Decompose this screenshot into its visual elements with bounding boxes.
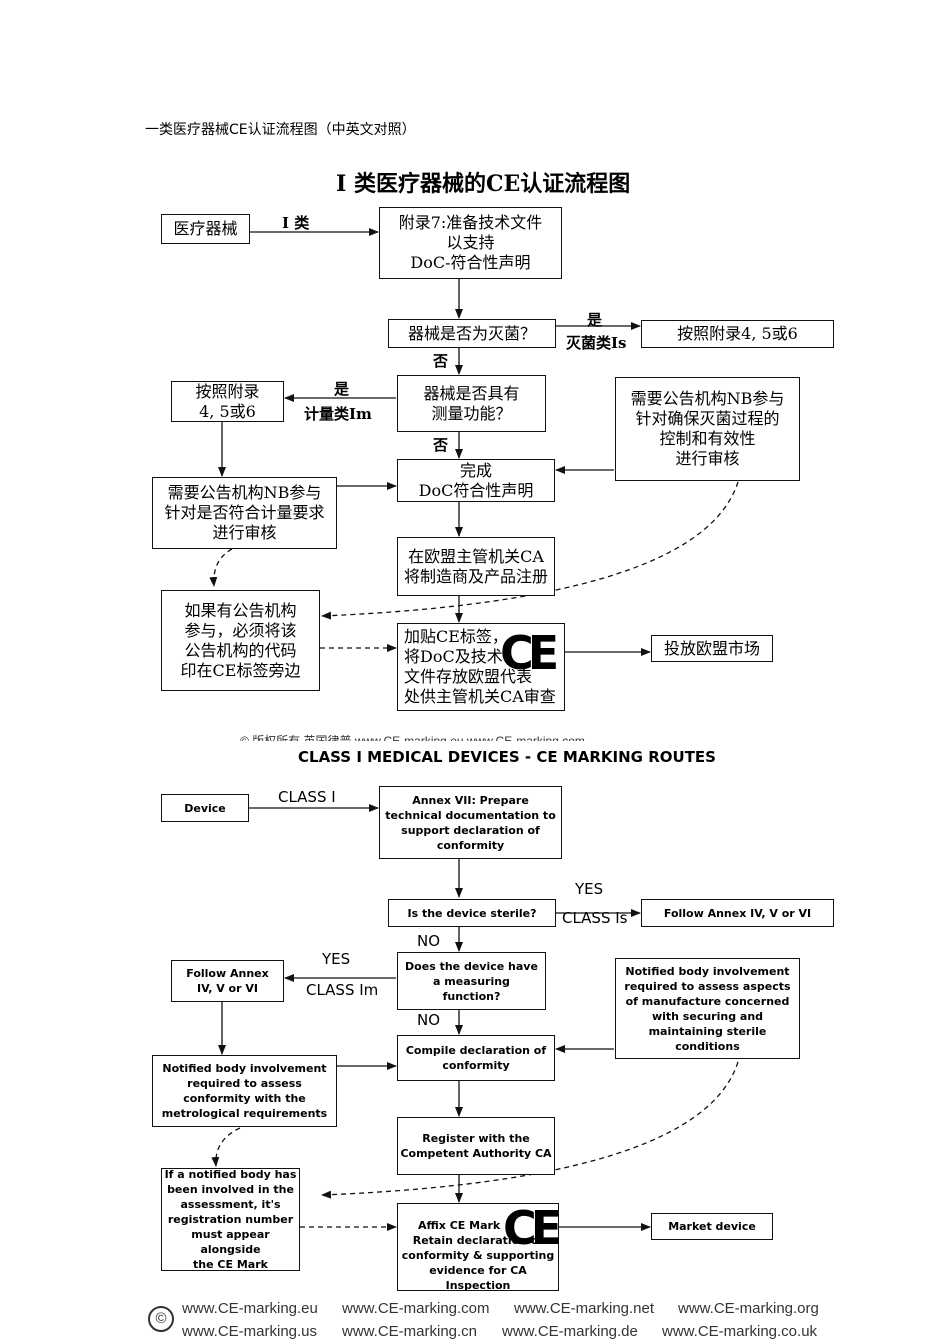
zh-device-box: 医疗器械 — [161, 214, 250, 244]
en-ce-mark-icon: CE — [503, 1201, 562, 1255]
footer-link-de[interactable]: www.CE-marking.de — [502, 1323, 638, 1340]
en-follow-annex-is-box: Follow Annex IV, V or VI — [641, 899, 834, 927]
zh-nb-sterile-box: 需要公告机构NB参与 针对确保灭菌过程的 控制和有效性 进行审核 — [615, 377, 800, 481]
zh-register-ca-box: 在欧盟主管机关CA 将制造商及产品注册 — [397, 537, 555, 596]
en-yes-label-1: YES — [575, 880, 604, 898]
zh-class-is-label: 灭菌类Is — [566, 334, 627, 352]
zh-compile-doc-box: 完成 DoC符合性声明 — [397, 459, 555, 502]
en-class-label: CLASS I — [278, 788, 336, 806]
zh-market-box: 投放欧盟市场 — [651, 635, 773, 662]
zh-nb-metrology-box: 需要公告机构NB参与 针对是否符合计量要求 进行审核 — [152, 477, 337, 549]
zh-footer-cut: © 版权所有 英国律普 www.CE-marking.eu www.CE-mar… — [240, 734, 585, 741]
document-title: 一类医疗器械CE认证流程图（中英文对照） — [145, 122, 416, 138]
zh-sterile-question-box: 器械是否为灭菌？ — [388, 319, 556, 348]
footer-link-cn[interactable]: www.CE-marking.cn — [342, 1323, 478, 1340]
en-register-ca-box: Register with the Competent Authority CA — [397, 1117, 555, 1175]
en-affix-ce-box: Affix CE Mark Retain declaration of conf… — [397, 1203, 559, 1292]
en-device-box: Device — [161, 794, 249, 822]
zh-class-im-label: 计量类Im — [304, 405, 372, 423]
zh-ce-mark-icon: CE — [500, 626, 559, 680]
en-nb-metrology-box: Notified body involvement required to as… — [152, 1055, 337, 1127]
en-retain-evidence-label: Retain declaration of conformity & suppo… — [401, 1234, 555, 1292]
en-no-label-1: NO — [417, 932, 441, 950]
en-yes-label-2: YES — [322, 950, 351, 968]
zh-no-label-2: 否 — [433, 436, 449, 454]
footer-link-us[interactable]: www.CE-marking.us — [182, 1323, 318, 1340]
footer-link-net[interactable]: www.CE-marking.net — [514, 1300, 655, 1317]
en-affix-ce-label: Affix CE Mark — [418, 1219, 501, 1232]
zh-no-label-1: 否 — [433, 352, 449, 370]
copyright-icon: © — [148, 1306, 174, 1332]
en-chart-heading: CLASS I MEDICAL DEVICES - CE MARKING ROU… — [298, 748, 716, 766]
footer-link-eu[interactable]: www.CE-marking.eu — [182, 1300, 318, 1317]
zh-measure-question-box: 器械是否具有 测量功能？ — [397, 375, 546, 432]
zh-yes-label-2: 是 — [334, 380, 350, 398]
zh-affix-ce-box: 加贴CE标签， 将DoC及技术 文件存放欧盟代表 处供主管机关CA审查 — [397, 623, 565, 711]
footer-link-org[interactable]: www.CE-marking.org — [678, 1300, 819, 1317]
en-nb-sterile-box: Notified body involvement required to as… — [615, 958, 800, 1059]
en-no-label-2: NO — [417, 1011, 441, 1029]
zh-class-label: I 类 — [282, 214, 310, 232]
en-market-box: Market device — [651, 1213, 773, 1240]
en-annex7-box: Annex VII: Prepare technical documentati… — [379, 786, 562, 859]
en-class-is-label: CLASS Is — [562, 909, 628, 927]
en-class-im-label: CLASS Im — [306, 981, 379, 999]
zh-follow-annex-is-box: 按照附录4, 5或6 — [641, 320, 834, 348]
zh-chart-heading: I 类医疗器械的CE认证流程图 — [336, 171, 631, 197]
footer-link-couk[interactable]: www.CE-marking.co.uk — [662, 1323, 818, 1340]
zh-annex7-box: 附录7:准备技术文件 以支持 DoC-符合性声明 — [379, 207, 562, 279]
en-nb-code-box: If a notified body has been involved in … — [161, 1168, 300, 1271]
en-measure-question-box: Does the device have a measuring functio… — [397, 952, 546, 1010]
zh-yes-label-1: 是 — [587, 311, 603, 329]
en-sterile-question-box: Is the device sterile? — [388, 899, 556, 927]
zh-nb-code-box: 如果有公告机构 参与，必须将该 公告机构的代码 印在CE标签旁边 — [161, 590, 320, 691]
en-compile-doc-box: Compile declaration of conformity — [397, 1035, 555, 1081]
zh-follow-annex-im-box: 按照附录 4, 5或6 — [171, 381, 284, 422]
footer-link-com[interactable]: www.CE-marking.com — [342, 1300, 490, 1317]
en-follow-annex-im-box: Follow Annex IV, V or VI — [171, 960, 284, 1002]
